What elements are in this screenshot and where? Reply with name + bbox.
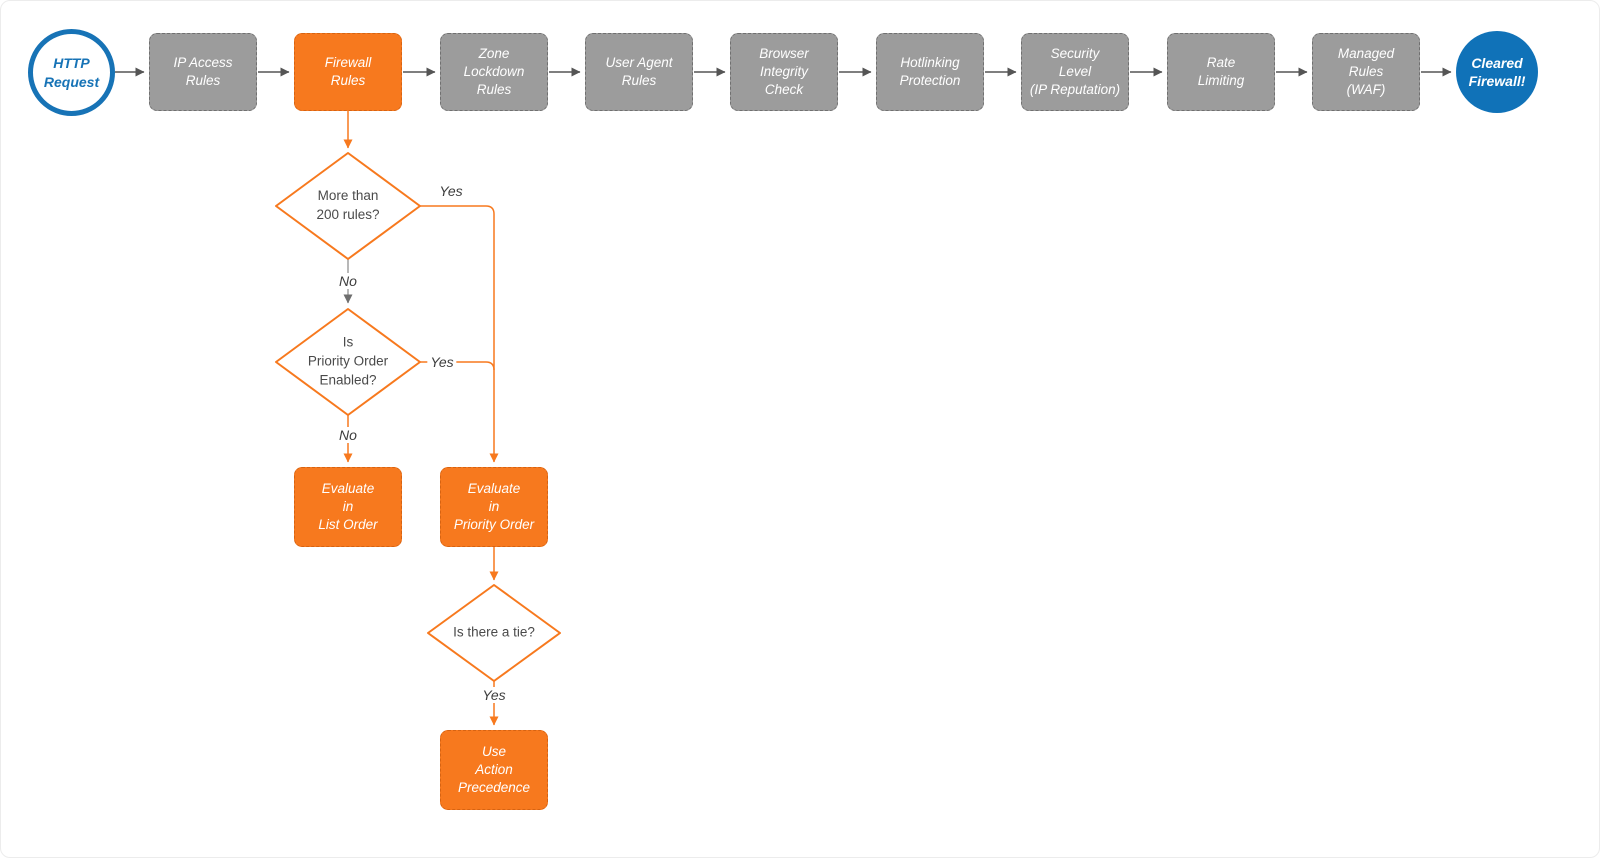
node-label: User Agent Rules [605,54,673,88]
diamond-is-there-a-tie [427,584,561,682]
node-label: Managed Rules (WAF) [1337,45,1395,98]
node-label: Browser Integrity Check [759,45,809,98]
node-managed-rules-waf: Managed Rules (WAF) [1312,33,1420,111]
decision-more-than-200-rules: More than 200 rules? [316,188,380,222]
decision-is-there-a-tie: Is there a tie? [453,624,535,640]
node-label: Evaluate in Priority Order [453,480,535,533]
edge-yes-join-priority-line [420,361,495,371]
node-label: Security Level (IP Reputation) [1029,45,1121,98]
node-label: Rate Limiting [1197,54,1245,88]
node-label: Use Action Precedence [457,743,531,796]
node-hotlinking-protection: Hotlinking Protection [876,33,984,111]
diamond-priority-order-enabled [275,308,421,416]
node-browser-integrity-check: Browser Integrity Check [730,33,838,111]
decision-shapes [275,152,561,682]
decision-priority-order-enabled: Is Priority Order Enabled? [307,334,389,388]
process-evaluate-priority-order: Evaluate in Priority Order [440,467,548,547]
process-use-action-precedence: Use Action Precedence [440,730,548,810]
diamond-more-than-200-rules [275,152,421,260]
edge-yes-to-priority-order [420,205,499,463]
node-label: Zone Lockdown Rules [463,45,525,98]
label-no-more-rules: No [336,273,360,289]
label-yes-tie: Yes [479,687,509,703]
node-label: Cleared Firewall! [1468,54,1526,89]
node-rate-limiting: Rate Limiting [1167,33,1275,111]
process-evaluate-list-order: Evaluate in List Order [294,467,402,547]
node-ip-access-rules: IP Access Rules [149,33,257,111]
node-firewall-rules: Firewall Rules [294,33,402,111]
node-security-level: Security Level (IP Reputation) [1021,33,1129,111]
node-label: Firewall Rules [324,54,372,88]
label-yes-more-rules: Yes [436,183,466,199]
node-cleared-firewall: Cleared Firewall! [1456,31,1538,113]
node-label: Hotlinking Protection [899,54,961,88]
node-http-request: HTTP Request [28,29,115,116]
label-no-priority-enabled: No [336,427,360,443]
node-label: Evaluate in List Order [318,480,378,533]
node-label: HTTP Request [43,55,100,90]
node-zone-lockdown-rules: Zone Lockdown Rules [440,33,548,111]
node-label: IP Access Rules [173,54,233,88]
node-user-agent-rules: User Agent Rules [585,33,693,111]
label-yes-priority-enabled: Yes [427,354,457,370]
